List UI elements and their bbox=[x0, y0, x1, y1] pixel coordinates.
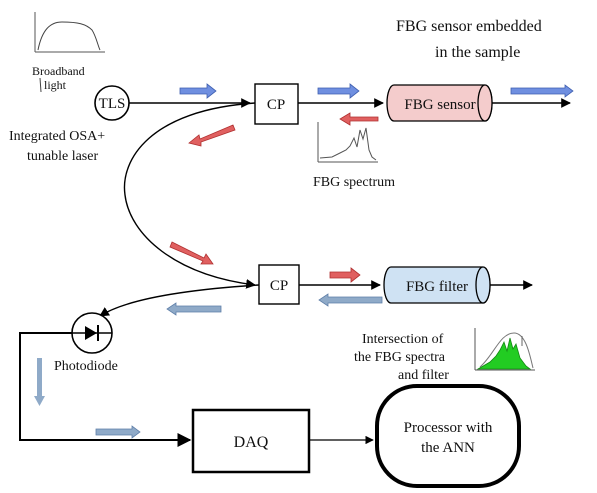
reflected-arrow-4 bbox=[329, 267, 361, 283]
daq-box bbox=[191, 408, 311, 474]
light-direction-arrow-2 bbox=[317, 83, 360, 99]
reflected-arrow-1 bbox=[339, 112, 379, 126]
light-direction-arrow-1 bbox=[179, 83, 217, 99]
fbg-filter-label: FBG filter bbox=[406, 279, 468, 295]
processor-box bbox=[375, 384, 521, 488]
broadband-label-line1: Broadband bbox=[32, 64, 85, 78]
coupler-top-label: CP bbox=[267, 97, 285, 113]
wire-photodiode-to-daq bbox=[19, 332, 192, 447]
transmitted-arrow bbox=[510, 84, 574, 98]
fbg-spectrum-inset bbox=[317, 122, 378, 163]
intersection-label-line1: Intersection of bbox=[362, 332, 444, 347]
osa-label-line2: tunable laser bbox=[27, 149, 98, 164]
photodiode-label: Photodiode bbox=[54, 359, 118, 374]
daq-label: DAQ bbox=[234, 434, 269, 451]
intersection-label-line2: the FBG spectra bbox=[354, 350, 446, 365]
coupler-bottom bbox=[258, 264, 300, 305]
tls-label: TLS bbox=[99, 96, 126, 112]
processor-label-line1: Processor with bbox=[404, 420, 493, 436]
intersection-label-line3: and filter bbox=[398, 368, 449, 383]
signal-arrow-2-head bbox=[34, 396, 45, 406]
fbg-spectrum-label: FBG spectrum bbox=[313, 175, 395, 190]
title-line2: in the sample bbox=[435, 44, 520, 61]
filtered-back-arrow bbox=[318, 293, 383, 307]
broadband-spectrum-inset bbox=[34, 12, 105, 53]
signal-arrow-1 bbox=[166, 302, 222, 316]
fbg-sensor-label: FBG sensor bbox=[404, 97, 475, 113]
reflected-arrow-3 bbox=[169, 241, 214, 265]
processor-label-line2: the ANN bbox=[421, 440, 475, 456]
fbg-filter bbox=[383, 266, 491, 304]
coupler-bottom-label: CP bbox=[270, 278, 288, 294]
broadband-pointer bbox=[39, 77, 42, 93]
signal-arrow-2-shaft bbox=[37, 358, 42, 396]
broadband-label-line2: light bbox=[44, 78, 67, 92]
fiber-loop-to-bottom-cp bbox=[123, 102, 256, 289]
fiber-cp-to-photodiode bbox=[99, 284, 260, 317]
intersection-spectrum-inset bbox=[474, 328, 535, 371]
reflected-arrow-2 bbox=[188, 124, 236, 147]
signal-arrow-3 bbox=[95, 425, 141, 439]
osa-label-line1: Integrated OSA+ bbox=[9, 129, 105, 144]
fbg-sensor bbox=[386, 84, 493, 122]
photodiode-icon bbox=[72, 325, 112, 341]
coupler-top bbox=[254, 83, 299, 125]
title-line1: FBG sensor embedded bbox=[396, 18, 542, 35]
